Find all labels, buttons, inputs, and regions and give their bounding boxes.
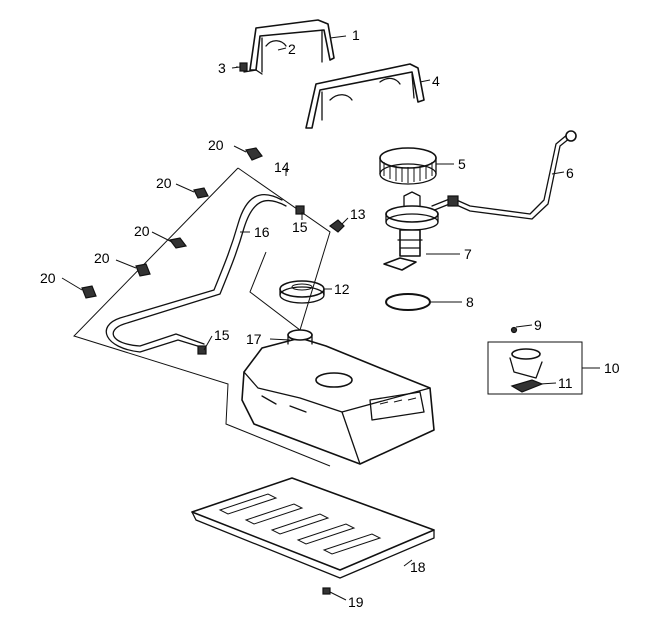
fuel-pump-o-ring <box>385 293 431 311</box>
callout-13: 13 <box>350 206 366 222</box>
callout-17: 17 <box>246 331 262 347</box>
hose-clamp-20-a <box>245 147 263 161</box>
fuel-tank-bracket-upper <box>243 19 335 75</box>
hose-clamp-20-d <box>135 263 151 277</box>
callout-10: 10 <box>604 360 620 376</box>
callout-labels: 1 2 3 4 5 6 7 8 9 10 11 12 13 14 15 15 1… <box>40 27 620 610</box>
callout-20-e: 20 <box>40 270 56 286</box>
hose-clip-15-upper <box>295 205 305 215</box>
fuel-tank-bracket-lower <box>305 63 425 129</box>
fuel-tank-skid-plate <box>191 477 435 579</box>
callout-18: 18 <box>410 559 426 575</box>
callout-6: 6 <box>566 165 574 181</box>
callout-3: 3 <box>218 60 226 76</box>
callout-15-upper: 15 <box>292 219 308 235</box>
callout-15-lower: 15 <box>214 327 230 343</box>
callout-12: 12 <box>334 281 350 297</box>
fuel-tank <box>241 329 435 465</box>
callout-14: 14 <box>274 159 290 175</box>
callout-20-b: 20 <box>156 175 172 191</box>
hose-clip-13 <box>329 219 345 233</box>
callout-1: 1 <box>352 27 360 43</box>
callout-20-c: 20 <box>134 223 150 239</box>
callout-7: 7 <box>464 246 472 262</box>
hose-clamp-20-b <box>193 187 209 199</box>
callout-5: 5 <box>458 156 466 172</box>
callout-16: 16 <box>254 224 270 240</box>
fuel-filler-cap <box>279 280 325 304</box>
fuel-pump-assembly <box>383 191 439 271</box>
callout-4: 4 <box>432 73 440 89</box>
callout-8: 8 <box>466 294 474 310</box>
leader-lines <box>61 35 600 601</box>
callout-11: 11 <box>558 375 573 391</box>
callout-2: 2 <box>288 41 296 57</box>
callout-9: 9 <box>534 317 542 333</box>
fuel-pump-lock-ring <box>379 147 437 185</box>
callout-20-a: 20 <box>208 137 224 153</box>
hose-clamp-20-c <box>168 237 188 249</box>
skid-plate-bolt <box>322 587 331 595</box>
hose-clamp-20-e <box>81 285 97 299</box>
hose-clip-15-lower <box>197 345 207 355</box>
callout-19: 19 <box>348 594 364 610</box>
fuel-line <box>431 130 577 220</box>
bracket-strap <box>265 40 287 47</box>
callout-20-d: 20 <box>94 250 110 266</box>
